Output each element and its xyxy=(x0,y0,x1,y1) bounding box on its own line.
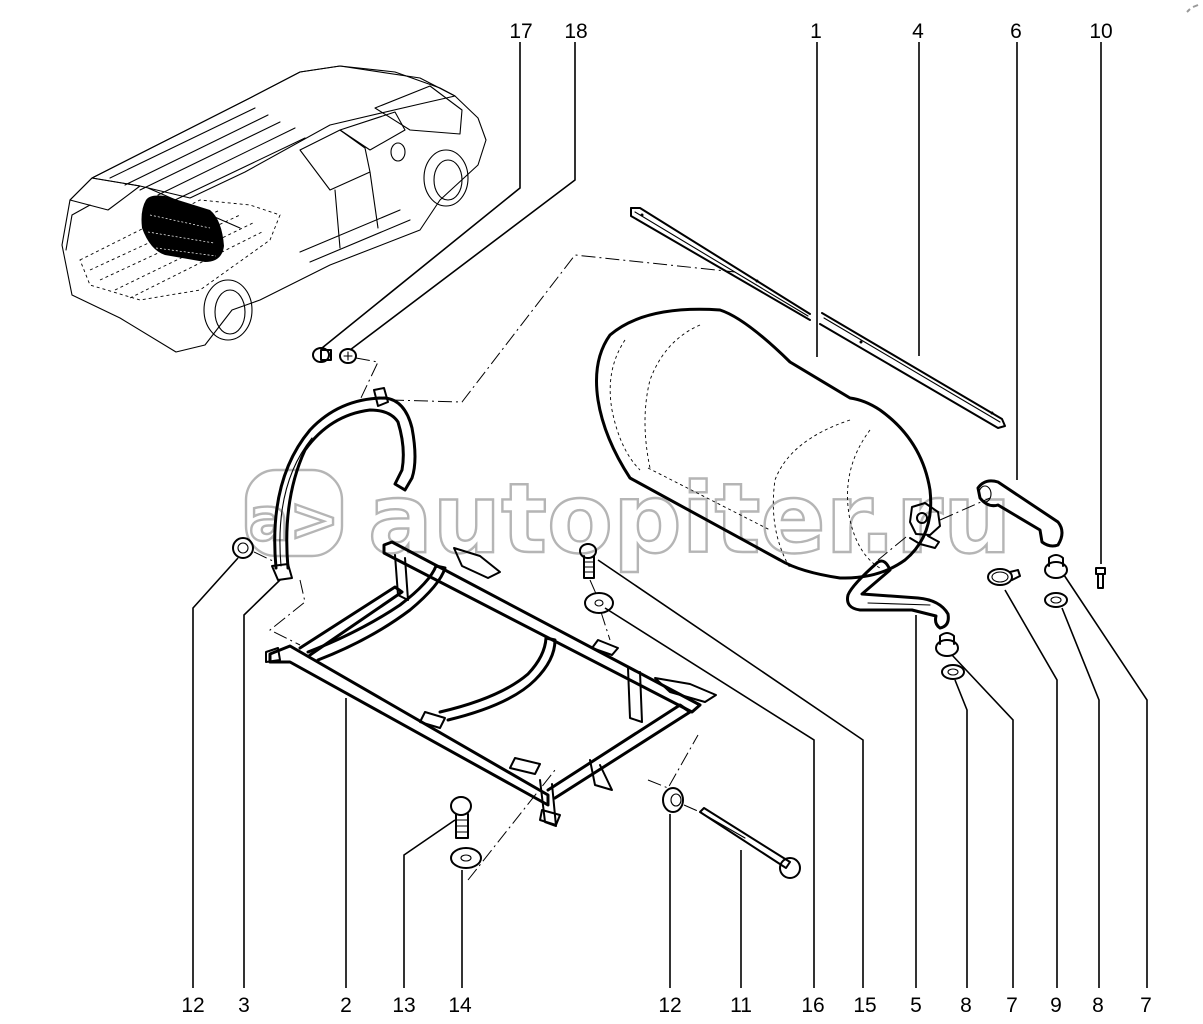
part-5-lower-hose xyxy=(846,559,950,630)
part-11-long-bolt xyxy=(699,807,801,879)
callout-17: 17 xyxy=(509,20,532,43)
callout-16: 16 xyxy=(801,994,824,1017)
part-16-washer xyxy=(584,592,614,614)
callout-15: 15 xyxy=(853,994,876,1017)
callout-10: 10 xyxy=(1089,20,1112,43)
part-8-washer-right xyxy=(1044,592,1068,608)
callouts-bottom: 12 3 2 13 14 12 11 16 15 5 8 7 9 8 7 xyxy=(181,994,1152,1017)
watermark: a> autopiter.ru xyxy=(244,462,1013,576)
part-7-fitting-middle xyxy=(935,632,959,657)
part-12-nut-right xyxy=(662,787,684,813)
part-12-nut-left xyxy=(232,537,254,559)
part-3-tank-strap xyxy=(271,387,417,581)
callout-2: 2 xyxy=(340,994,352,1017)
callout-6: 6 xyxy=(1010,20,1022,43)
callout-1: 1 xyxy=(810,20,822,43)
part-10-screw xyxy=(1095,567,1106,589)
part-18-nut xyxy=(339,348,357,364)
part-4-mounting-rail xyxy=(630,207,1006,429)
callout-3: 3 xyxy=(238,994,250,1017)
car-location-illustration xyxy=(61,65,487,353)
part-2-tank-cradle xyxy=(265,540,717,827)
corner-mark xyxy=(1186,4,1199,13)
part-7-fitting-right xyxy=(1044,554,1068,579)
part-1-gas-tank xyxy=(595,307,991,580)
callout-9: 9 xyxy=(1050,994,1062,1017)
callout-5: 5 xyxy=(910,994,922,1017)
callout-12-right: 12 xyxy=(658,994,681,1017)
callout-11: 11 xyxy=(730,994,752,1017)
callout-13: 13 xyxy=(392,994,415,1017)
callout-14: 14 xyxy=(448,994,472,1017)
leader-lines xyxy=(192,42,1148,988)
part-8-washer-middle xyxy=(941,664,965,680)
tank-location-highlight xyxy=(141,195,224,262)
callout-7-right: 7 xyxy=(1140,994,1152,1017)
callout-18: 18 xyxy=(564,20,587,43)
part-9-hose-clamp xyxy=(987,568,1021,586)
part-14-washer xyxy=(450,847,482,869)
callout-4: 4 xyxy=(912,20,924,43)
part-6-upper-hose xyxy=(976,479,1064,548)
part-15-bolt xyxy=(579,543,597,579)
callout-8-right: 8 xyxy=(1092,994,1104,1017)
callout-7-middle: 7 xyxy=(1006,994,1018,1017)
part-17-bolt xyxy=(312,347,332,363)
tank-valve xyxy=(877,497,991,561)
callouts-top: 17 18 1 4 6 10 xyxy=(509,20,1112,43)
callout-12-left: 12 xyxy=(181,994,204,1017)
watermark-logo-frame xyxy=(244,468,344,558)
watermark-text: autopiter.ru xyxy=(368,463,1011,575)
part-13-bolt xyxy=(450,796,472,839)
callout-8-middle: 8 xyxy=(960,994,972,1017)
watermark-logo: a> xyxy=(249,485,340,555)
